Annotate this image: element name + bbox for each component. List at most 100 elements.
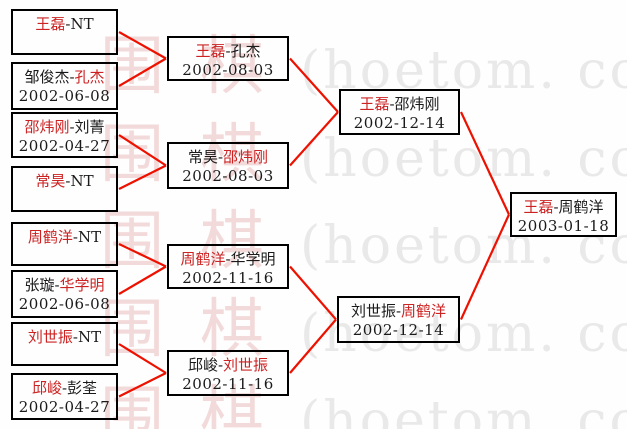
match-players: 王磊-邵炜刚 bbox=[341, 94, 458, 114]
name-separator: - bbox=[395, 302, 402, 320]
winner-name: 王磊 bbox=[359, 95, 390, 113]
match-date: 2002-06-08 bbox=[18, 87, 111, 105]
connector-line-r1m8-to-r2m4 bbox=[118, 372, 167, 398]
winner-name: 邱峻 bbox=[31, 379, 62, 397]
loser-name: 周鹤洋 bbox=[558, 198, 604, 216]
match-players: 邱峻-彭荃 bbox=[13, 378, 116, 398]
loser-name: 张璇 bbox=[24, 276, 55, 294]
name-separator: - bbox=[72, 228, 78, 246]
name-separator: - bbox=[69, 68, 75, 86]
connector-line-r1m6-to-r2m3 bbox=[118, 265, 167, 295]
match-players: 周鹤洋-NT bbox=[13, 227, 116, 247]
match-players: 王磊-NT bbox=[13, 14, 116, 34]
loser-name: 邵炜刚 bbox=[394, 95, 440, 113]
loser-name: 华学明 bbox=[230, 250, 276, 268]
match-players: 邵炜刚-刘菁 bbox=[13, 117, 116, 137]
loser-name: 邱峻 bbox=[187, 356, 218, 374]
match-players: 张璇-华学明 bbox=[13, 275, 116, 295]
match-date: 2002-11-16 bbox=[182, 375, 274, 393]
connector-line-sf2-to-final bbox=[459, 214, 511, 320]
match-date: 2002-08-03 bbox=[182, 167, 274, 185]
match-players: 王磊-孔杰 bbox=[169, 41, 287, 61]
winner-name: 邵炜刚 bbox=[223, 148, 269, 166]
loser-name: 彭荃 bbox=[67, 379, 98, 397]
connector-line-r2m1-to-sf1 bbox=[289, 57, 339, 113]
loser-name: NT bbox=[77, 328, 102, 346]
name-separator: - bbox=[72, 328, 78, 346]
match-date: 2002-04-27 bbox=[18, 137, 111, 155]
loser-name: 孔杰 bbox=[230, 42, 261, 60]
name-separator: - bbox=[217, 148, 224, 166]
winner-name: 孔杰 bbox=[74, 68, 105, 86]
name-separator: - bbox=[225, 42, 231, 60]
match-box-r1m4: 常昊-NT bbox=[11, 166, 118, 212]
connector-line-sf1-to-final bbox=[460, 111, 510, 215]
loser-name: NT bbox=[70, 15, 94, 33]
match-players: 常昊-邵炜刚 bbox=[169, 147, 287, 167]
winner-name: 周鹤洋 bbox=[180, 250, 226, 268]
winner-name: 王磊 bbox=[523, 198, 554, 216]
name-separator: - bbox=[389, 95, 395, 113]
match-date: 2002-12-14 bbox=[352, 321, 445, 339]
match-box-r1m1: 王磊-NT bbox=[11, 9, 118, 55]
match-players: 王磊-周鹤洋 bbox=[512, 197, 615, 217]
loser-name: 刘菁 bbox=[74, 118, 105, 136]
winner-name: 邵炜刚 bbox=[24, 118, 70, 136]
connector-line-r1m7-to-r2m4 bbox=[118, 343, 167, 374]
name-separator: - bbox=[225, 250, 231, 268]
name-separator: - bbox=[217, 356, 224, 374]
match-players: 邱峻-刘世振 bbox=[169, 355, 287, 375]
match-date: 2002-12-14 bbox=[353, 114, 446, 132]
loser-name: 常昊 bbox=[187, 148, 218, 166]
name-separator: - bbox=[69, 118, 75, 136]
loser-name: 刘世振 bbox=[350, 302, 396, 320]
loser-name: NT bbox=[77, 228, 102, 246]
winner-name: 刘世振 bbox=[223, 356, 269, 374]
connector-line-r1m5-to-r2m3 bbox=[118, 243, 167, 268]
connector-line-r2m3-to-sf2 bbox=[289, 265, 337, 321]
winner-name: 华学明 bbox=[59, 276, 105, 294]
connector-line-r1m2-to-r2m1 bbox=[118, 57, 167, 87]
connector-line-r2m4-to-sf2 bbox=[289, 318, 337, 374]
name-separator: - bbox=[54, 276, 60, 294]
winner-name: 常昊 bbox=[35, 172, 66, 190]
connector-line-r1m1-to-r2m1 bbox=[118, 31, 167, 60]
connector-line-r1m3-to-r2m2 bbox=[118, 134, 167, 167]
connector-line-r2m2-to-sf1 bbox=[289, 111, 339, 167]
connector-line-r1m4-to-r2m2 bbox=[118, 164, 167, 190]
match-players: 刘世振-NT bbox=[13, 327, 116, 347]
match-box-r1m7: 刘世振-NT bbox=[11, 322, 118, 366]
name-separator: - bbox=[65, 172, 71, 190]
loser-name: NT bbox=[70, 172, 94, 190]
name-separator: - bbox=[61, 379, 68, 397]
winner-name: 王磊 bbox=[195, 42, 226, 60]
winner-name: 周鹤洋 bbox=[401, 302, 447, 320]
match-players: 刘世振-周鹤洋 bbox=[339, 301, 458, 321]
winner-name: 刘世振 bbox=[27, 328, 73, 346]
winner-name: 周鹤洋 bbox=[27, 228, 73, 246]
name-separator: - bbox=[553, 198, 559, 216]
match-date: 2003-01-18 bbox=[517, 217, 610, 235]
loser-name: 邹俊杰 bbox=[24, 68, 70, 86]
winner-name: 王磊 bbox=[35, 15, 66, 33]
match-date: 2002-06-08 bbox=[18, 295, 111, 313]
name-separator: - bbox=[65, 15, 71, 33]
match-date: 2002-08-03 bbox=[182, 61, 274, 79]
match-date: 2002-11-16 bbox=[182, 269, 274, 287]
match-players: 周鹤洋-华学明 bbox=[169, 249, 287, 269]
match-players: 邹俊杰-孔杰 bbox=[13, 67, 116, 87]
